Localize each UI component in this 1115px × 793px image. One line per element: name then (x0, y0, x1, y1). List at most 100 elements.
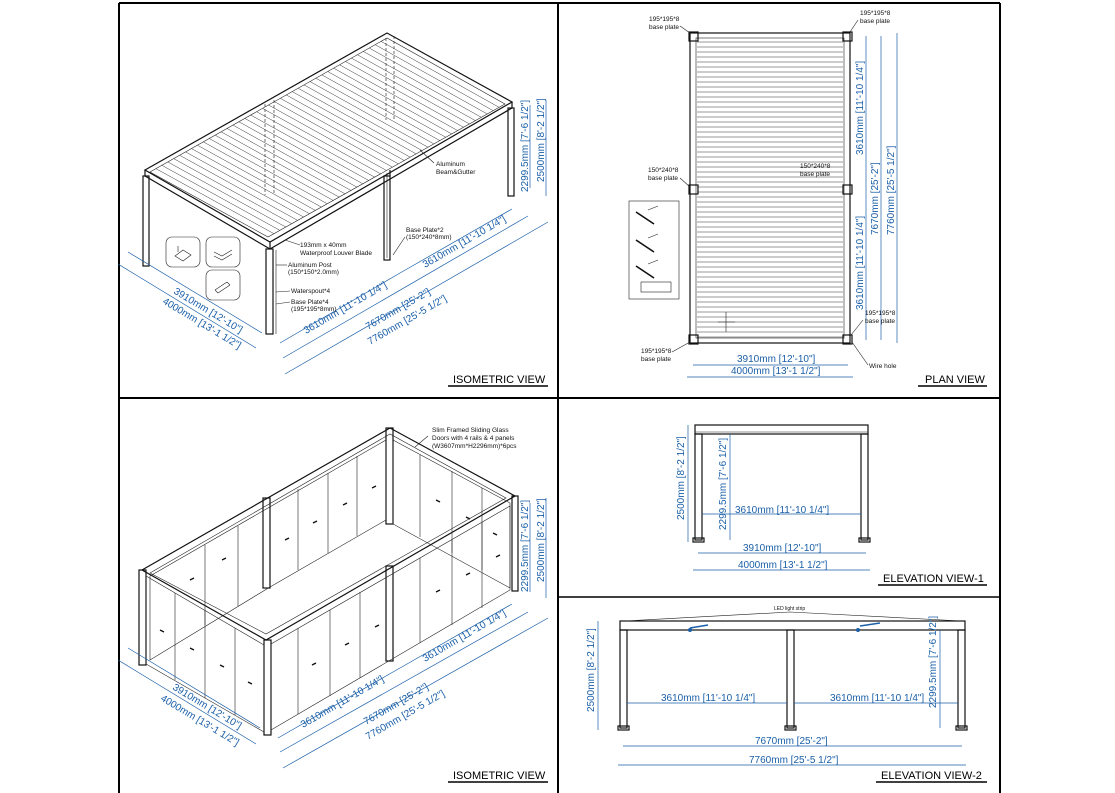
plan-base-plates (688, 31, 853, 345)
plan-bp-tr-1: 195*195*8 (860, 10, 891, 17)
louver-blade (244, 118, 363, 185)
plan-dim-span-2: 3610mm [11'-10 1/4"] (855, 216, 866, 310)
title-plan: PLAN VIEW (925, 374, 986, 386)
iso-top-dim-text: 2299.5mm [7'-6 1/2"] 2500mm [8'-2 1/2"] … (160, 98, 547, 352)
plan-dim-text: 3910mm [12'-10"] 4000mm [13'-1 1/2"] 361… (731, 61, 897, 377)
louver-blade (173, 158, 292, 224)
louver-blade (161, 165, 280, 231)
louver-blade (298, 88, 417, 155)
plan-bp-mr-1: 150*240*8 (800, 163, 831, 170)
elev2-dim-height-outer: 2500mm [8'-2 1/2"] (586, 628, 597, 712)
plan-dim-length-inner: 7670mm [25'-2"] (870, 162, 881, 235)
dim-height-inner: 2299.5mm [7'-6 1/2"] (520, 100, 531, 192)
louver-blade (309, 81, 429, 148)
louver-blade (256, 111, 375, 178)
louver-blade (185, 151, 304, 218)
elev1-dim-text: 2500mm [8'-2 1/2"] 2299.5mm [7'-6 1/2"] … (676, 436, 829, 571)
callout-glass-1: Slim Framed Sliding Glass (432, 427, 509, 434)
plan-dimlines (687, 33, 898, 378)
louver-blade (262, 108, 381, 175)
glass-roof-frame (140, 427, 517, 641)
iso-top-callouts: Aluminum Beam&Gutter 193mm x 40mm Waterp… (275, 149, 476, 313)
elev2-dim-text: 2500mm [8'-2 1/2"] 2299.5mm [7'-6 1/2"] … (586, 616, 939, 766)
view-title-elev1: ELEVATION VIEW-1 (878, 573, 987, 586)
iso2-dim-height-inner: 2299.5mm [7'-6 1/2"] (520, 500, 531, 592)
plan-bp-ml-2: base plate (648, 175, 678, 182)
callout-beam-2: Beam&Gutter (436, 169, 476, 176)
callout-blade-2: Waterproof Louver Blade (300, 250, 372, 257)
callout-baseplate4-1: Base Plate*4 (291, 299, 329, 306)
plan-bp-tl-2: base plate (649, 24, 679, 31)
callout-spout: Waterspout*4 (291, 288, 331, 295)
title-elev1: ELEVATION VIEW-1 (883, 573, 984, 585)
elev2-dim-span-1: 3610mm [11'-10 1/4"] (661, 693, 755, 704)
elev1-dim-height-inner: 2299.5mm [7'-6 1/2"] (718, 438, 729, 530)
callout-baseplate2-1: Base Plate*2 (406, 227, 444, 234)
louver-blade (226, 128, 346, 194)
plan-roof-outline (689, 32, 851, 344)
callout-baseplate2-2: (150*240*8mm) (406, 234, 452, 241)
title-elev2: ELEVATION VIEW-2 (881, 770, 982, 782)
plan-bp-mr-2: base plate (800, 171, 830, 178)
iso-bottom-callouts: Slim Framed Sliding Glass Doors with 4 r… (414, 427, 517, 450)
plan-bp-br-2: base plate (865, 318, 895, 325)
roof-frame (143, 32, 514, 250)
plan-dim-span-1: 3610mm [11'-10 1/4"] (855, 61, 866, 155)
elev1-dim-height-outer: 2500mm [8'-2 1/2"] (676, 436, 687, 520)
elev2-dimlines (597, 621, 966, 766)
louver-blade (321, 74, 440, 141)
callout-post-2: (150*150*2.0mm) (288, 269, 339, 276)
louver-blade (268, 104, 387, 171)
sheet-frame (118, 2, 1001, 793)
elev2-dim-width-outer: 7760mm [25'-5 1/2"] (749, 755, 839, 766)
plan-dim-width-inner: 3910mm [12'-10"] (737, 354, 815, 365)
iso-top-dimlines (117, 100, 549, 375)
louver-blade (369, 47, 488, 115)
view-title-plan: PLAN VIEW (918, 374, 987, 387)
iso2-dim-height-outer: 2500mm [8'-2 1/2"] (536, 498, 547, 582)
plan-wire-hole: Wire hole (869, 363, 897, 370)
isometric-view-glass: 2299.5mm [7'-6 1/2"] 2500mm [8'-2 1/2"] … (117, 427, 549, 783)
louver-blade (357, 54, 476, 121)
louver-blade (179, 155, 298, 221)
louver-blade (333, 67, 452, 135)
louver-blade (274, 101, 393, 168)
louver-blade (292, 91, 411, 158)
louver-blade (155, 168, 275, 234)
elev2-dim-height-inner: 2299.5mm [7'-6 1/2"] (928, 616, 939, 708)
louver-blade (315, 77, 435, 145)
dim-span-2: 3610mm [11'-10 1/4"] (421, 214, 508, 271)
louver-blade (203, 141, 322, 208)
elev1-dim-width-outer: 4000mm [13'-1 1/2"] (738, 560, 828, 571)
louver-blade (375, 44, 494, 111)
callout-baseplate4-2: (195*195*8mm) (291, 306, 337, 313)
bracket-details (165, 236, 241, 301)
louver-blade (351, 57, 470, 125)
callout-blade-1: 193mm x 40mm (300, 242, 347, 249)
elev1-dimlines (687, 425, 870, 571)
louver-blade (327, 71, 446, 138)
louver-blades (155, 41, 500, 234)
plan-callouts: 195*195*8 base plate 195*195*8 base plat… (641, 10, 897, 370)
glass-panels (145, 439, 511, 733)
title-iso-bottom: ISOMETRIC VIEW (453, 770, 546, 782)
callout-glass-3: (W3607mm*H2296mm)*6pcs (432, 443, 517, 450)
louver-blade (250, 114, 369, 181)
plan-bp-br-1: 195*195*8 (865, 310, 896, 317)
louver-blade (303, 84, 423, 151)
plan-bp-ml-1: 150*240*8 (648, 167, 679, 174)
elev2-dim-width-inner: 7670mm [25'-2"] (755, 736, 828, 747)
louver-blade (209, 138, 328, 204)
view-title-elev2: ELEVATION VIEW-2 (876, 770, 987, 783)
louver-blade (167, 161, 286, 228)
elev1-dim-width-inner: 3910mm [12'-10"] (743, 543, 821, 554)
louver-blade (363, 51, 482, 118)
plan-dim-length-outer: 7760mm [25'-5 1/2"] (886, 145, 897, 235)
elevation-view-2: LED light strip 2500mm [8'-2 1/2"] 2299.… (586, 606, 987, 783)
louver-blade (238, 121, 357, 188)
view-title-iso-top: ISOMETRIC VIEW (448, 374, 548, 387)
plan-louver-slats (697, 41, 843, 338)
louver-blade (380, 41, 500, 108)
plan-bp-tr-2: base plate (860, 18, 890, 25)
